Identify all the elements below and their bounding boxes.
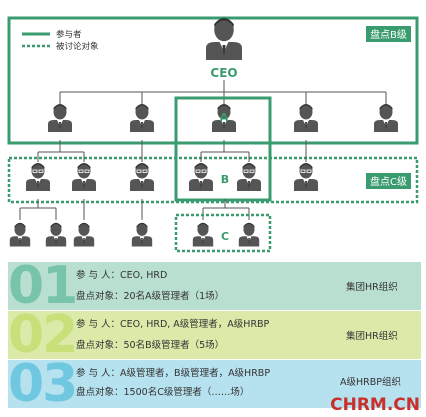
group-a-label: A [220, 111, 229, 124]
ceo-label: CEO [210, 66, 237, 80]
row-3-number: 03 [8, 354, 78, 414]
badge-level-b-label: 盘点B级 [370, 28, 407, 41]
connectors-bottom [19, 199, 250, 220]
row-1-band [8, 262, 421, 310]
b-manager-4-icon [189, 163, 213, 191]
row-2-participants-label: 参 与 人： [76, 319, 121, 330]
row-3-participants-label: 参 与 人： [76, 368, 121, 379]
row-2-band [8, 311, 421, 359]
row-3-target-label: 盘点对象： [76, 387, 124, 398]
row-3-target-value: 1500名C级管理者（……场） [123, 387, 250, 398]
row-2-participants: 参 与 人：CEO, HRD, A级管理者，A级HRBP [76, 318, 269, 331]
row-1-target: 盘点对象：20名A级管理者（1场） [76, 290, 224, 303]
ceo-person-icon [206, 18, 242, 60]
a-manager-1-icon [48, 104, 72, 132]
group-c-label: C [221, 230, 229, 243]
a-manager-5-icon [374, 104, 398, 132]
row-3-participants-value: A级管理者，B级管理者，A级HRBP [120, 368, 271, 379]
b-manager-1-icon [26, 163, 50, 191]
a-manager-4-icon [294, 104, 318, 132]
c-manager-6-icon [238, 222, 260, 247]
frame-level-b [7, 16, 419, 145]
legend-participant: 参与者 [56, 29, 82, 40]
legend: 参与者 被讨论对象 [22, 29, 99, 52]
b-manager-3-icon [130, 163, 154, 191]
connectors-top [59, 80, 387, 104]
c-manager-1-icon [9, 222, 31, 247]
row-1-number: 01 [8, 256, 78, 316]
row-2-org: 集团HR组织 [346, 331, 398, 342]
watermark: CHRM.CN [330, 395, 420, 415]
frame-level-c [7, 156, 419, 204]
row-3-org: A级HRBP组织 [340, 377, 401, 388]
row-2-target-label: 盘点对象： [76, 340, 124, 351]
row-3-target: 盘点对象：1500名C级管理者（……场） [76, 386, 249, 399]
row-1-participants-value: CEO, HRD [120, 270, 168, 281]
connectors-mid [37, 140, 307, 162]
row-1-participants-label: 参 与 人： [76, 270, 121, 281]
row-2-target-value: 50名B级管理者（5场） [123, 340, 225, 351]
b-manager-5-icon [237, 163, 261, 191]
row-2-number: 02 [8, 305, 78, 365]
row-3-participants: 参 与 人：A级管理者，B级管理者，A级HRBP [76, 367, 270, 380]
row-2-target: 盘点对象：50名B级管理者（5场） [76, 339, 224, 352]
group-b-label: B [221, 173, 229, 186]
row-1-org: 集团HR组织 [346, 282, 398, 293]
c-manager-5-icon [192, 222, 214, 247]
c-manager-2-icon [45, 222, 67, 247]
badge-level-c-label: 盘点C级 [370, 175, 407, 188]
badge-level-b [366, 26, 411, 42]
org-diagram: 参与者 被讨论对象 盘点B级 CEO A 盘点C级 [7, 16, 419, 253]
frame-group-c [174, 213, 272, 253]
row-1-target-value: 20名A级管理者（1场） [123, 291, 225, 302]
row-1-target-label: 盘点对象： [76, 291, 124, 302]
row-2-participants-value: CEO, HRD, A级管理者，A级HRBP [120, 319, 270, 330]
c-manager-3-icon [73, 222, 95, 247]
a-manager-2-icon [130, 104, 154, 132]
b-manager-2-icon [72, 163, 96, 191]
c-manager-4-icon [131, 222, 153, 247]
frame-group-a [174, 96, 272, 202]
row-1-participants: 参 与 人：CEO, HRD [76, 269, 167, 282]
legend-discussed: 被讨论对象 [56, 41, 99, 52]
row-3-band [8, 360, 421, 408]
badge-level-c [366, 173, 411, 189]
b-manager-6-icon [294, 163, 318, 191]
